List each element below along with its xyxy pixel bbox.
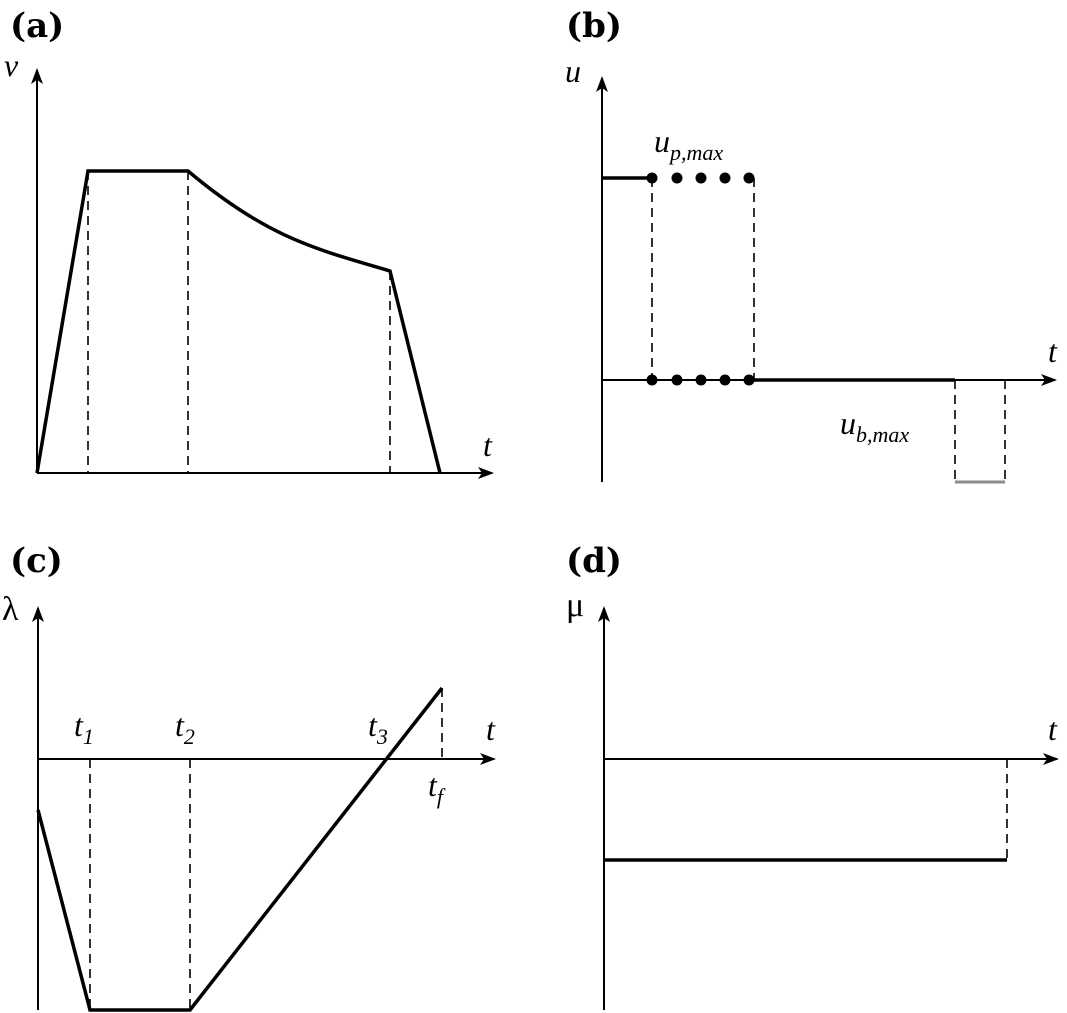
panel-b-lower-annotation: ub,max xyxy=(840,405,909,447)
panel-b-y-label: u xyxy=(565,53,581,89)
panel-d: (d) μ t xyxy=(566,541,1059,1010)
panel-a-y-label: v xyxy=(4,47,19,83)
panel-c-x-label: t xyxy=(486,711,496,747)
panel-c: (c) λ t t1 t2 t3 tf xyxy=(2,541,496,1012)
panel-d-y-label: μ xyxy=(566,587,584,624)
panel-a: (a) v t xyxy=(4,6,494,479)
panel-c-tick-t1: t1 xyxy=(74,707,94,749)
panel-a-x-label: t xyxy=(483,427,493,463)
panel-c-label: (c) xyxy=(10,541,63,581)
panel-b-lower-dots xyxy=(646,374,755,386)
panel-c-y-label: λ xyxy=(2,591,19,628)
panel-b-x-label: t xyxy=(1048,333,1058,369)
panel-a-label: (a) xyxy=(10,6,64,46)
panel-b-upper-annotation: up,max xyxy=(654,123,723,165)
panel-c-lambda-curve xyxy=(36,686,444,1012)
panel-b-label: (b) xyxy=(566,6,622,46)
panel-b: (b) u t up,max xyxy=(565,6,1058,484)
panel-c-tick-tf: tf xyxy=(428,767,446,809)
panel-b-upper-dots xyxy=(646,172,755,184)
panel-c-tick-t2: t2 xyxy=(175,707,195,749)
panel-d-label: (d) xyxy=(566,541,622,581)
panel-c-tick-t3: t3 xyxy=(368,707,388,749)
panel-a-velocity-curve xyxy=(35,169,442,474)
panel-d-x-label: t xyxy=(1048,711,1058,747)
